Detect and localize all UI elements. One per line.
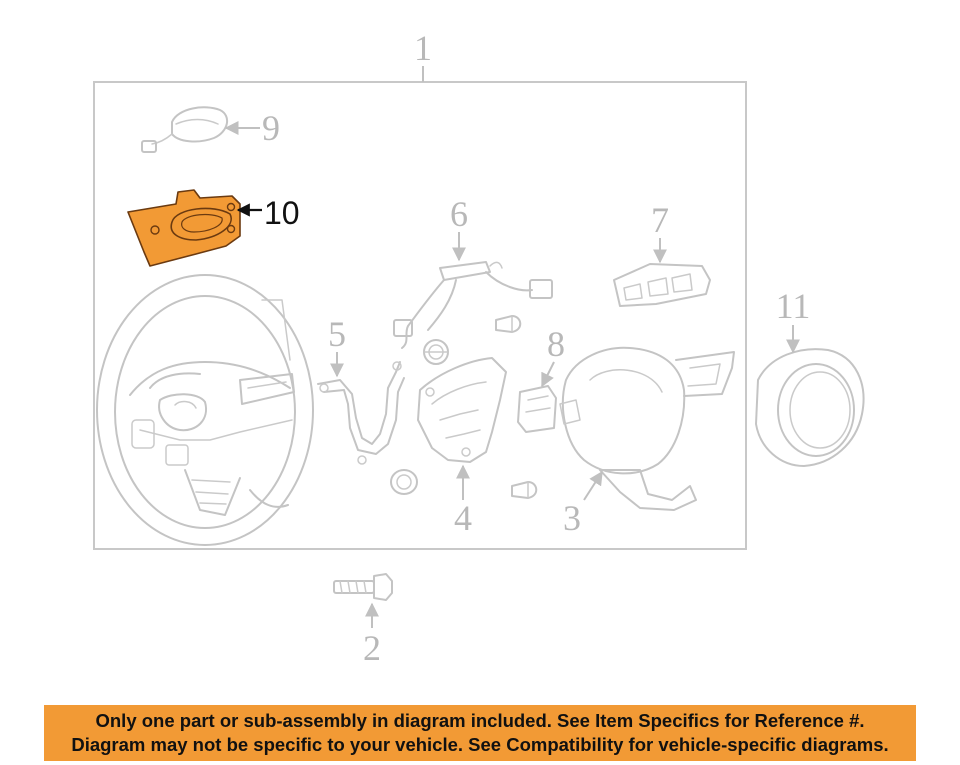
- part-3: 3: [559, 346, 735, 538]
- callout-1: 1: [414, 28, 432, 68]
- callout-2: 2: [363, 628, 381, 668]
- part-8: 8: [517, 324, 565, 433]
- part-10: 10: [127, 189, 300, 267]
- bushing-lower: [390, 469, 418, 495]
- part-7: 7: [613, 200, 711, 307]
- assembly-frame: [93, 81, 747, 550]
- callout-8: 8: [547, 324, 565, 364]
- callout-3: 3: [563, 498, 581, 538]
- callout-11: 11: [776, 286, 811, 326]
- plug-upper: [495, 315, 522, 333]
- callout-5: 5: [328, 314, 346, 354]
- callout-6: 6: [450, 194, 468, 234]
- part-11: 11: [755, 286, 865, 467]
- disclaimer-line-1: Only one part or sub-assembly in diagram…: [95, 710, 865, 731]
- plug-lower: [511, 481, 538, 499]
- part-2: 2: [333, 573, 393, 668]
- part-9: 9: [141, 106, 280, 153]
- steering-wheel: [96, 274, 314, 546]
- part-5: 5: [317, 314, 405, 465]
- part-6: 6: [393, 194, 553, 349]
- callout-10: 10: [264, 195, 300, 231]
- callout-9: 9: [262, 108, 280, 148]
- disclaimer-line-2: Diagram may not be specific to your vehi…: [71, 734, 889, 755]
- part-4: 4: [417, 357, 507, 538]
- disclaimer-banner: Only one part or sub-assembly in diagram…: [44, 705, 916, 761]
- bushing-upper: [423, 339, 449, 365]
- callout-7: 7: [651, 200, 669, 240]
- callout-4: 4: [454, 498, 472, 538]
- parts-diagram: 1 9 10: [93, 28, 865, 668]
